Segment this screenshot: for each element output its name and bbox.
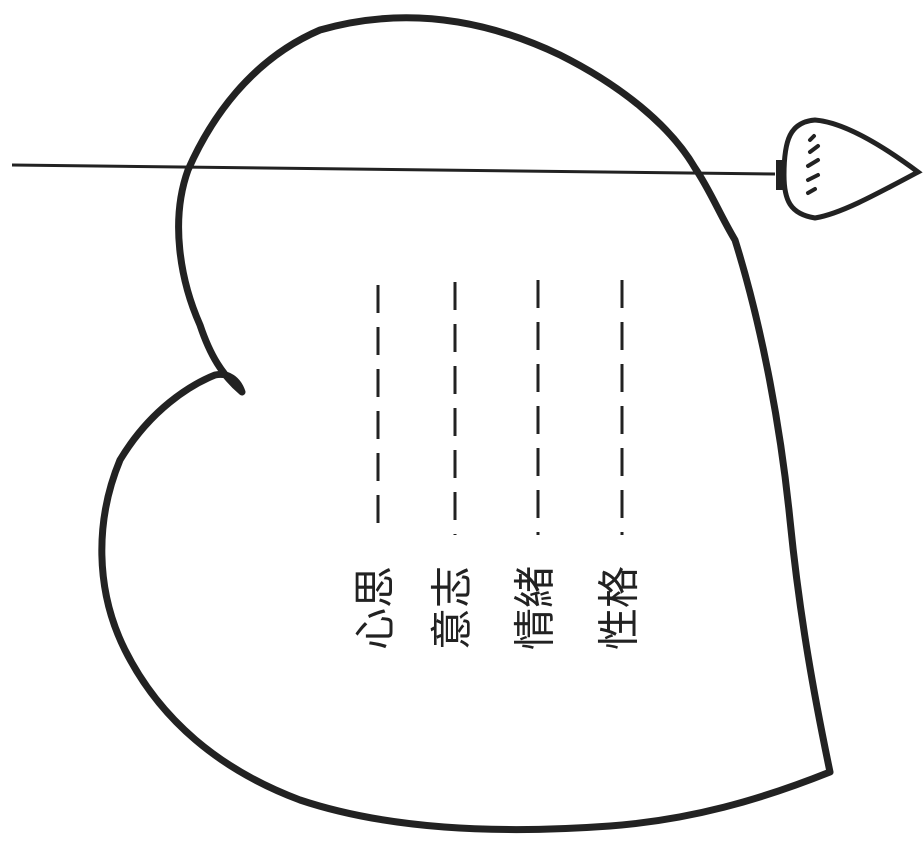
heart-outline <box>102 18 830 830</box>
answer-lines <box>378 280 622 535</box>
label-4: 性格 <box>595 566 644 650</box>
label-1-text: 心思 <box>351 566 400 650</box>
arrow-head-icon <box>776 120 918 218</box>
label-3: 情緒 <box>511 566 560 650</box>
label-1: 心思 <box>351 566 400 650</box>
label-2: 意志 <box>428 566 477 650</box>
label-2-text: 意志 <box>428 566 477 650</box>
arrow-shaft <box>12 165 775 174</box>
label-4-text: 性格 <box>595 566 644 650</box>
label-3-text: 情緒 <box>511 566 560 650</box>
